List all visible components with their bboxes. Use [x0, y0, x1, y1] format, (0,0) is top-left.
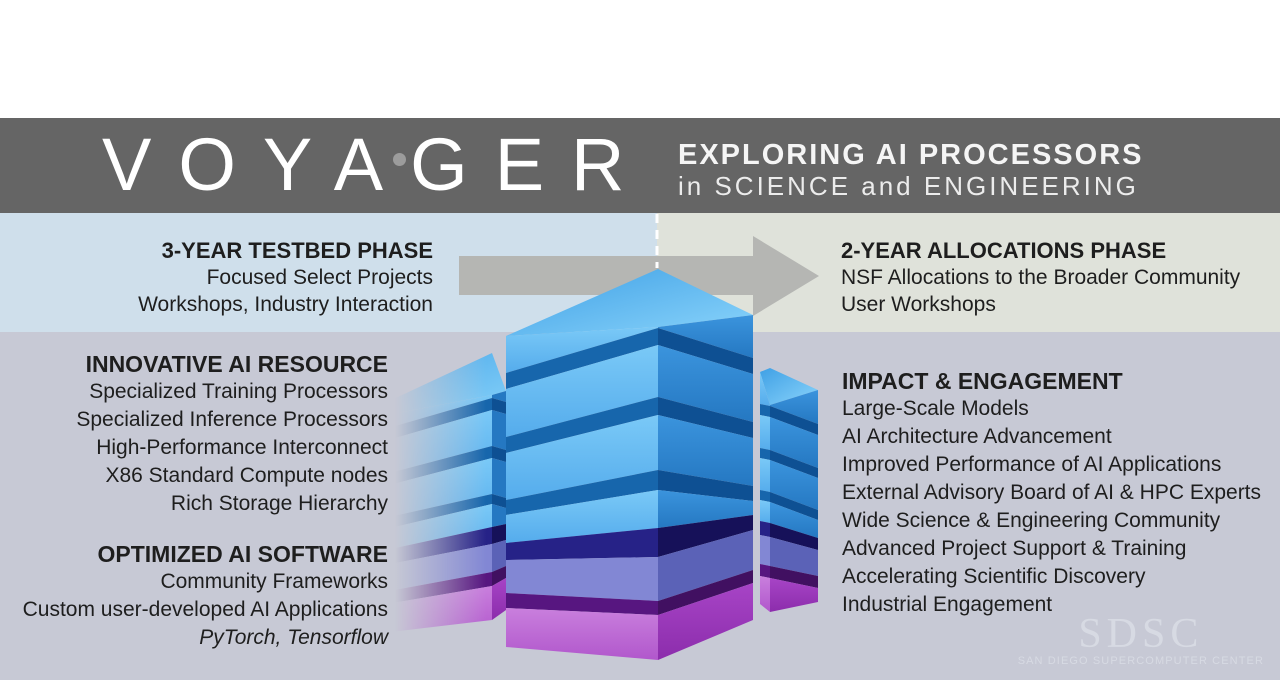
- testbed-title: 3-YEAR TESTBED PHASE: [161, 238, 433, 263]
- testbed-line2: Workshops, Industry Interaction: [138, 293, 433, 316]
- sdsc-acronym: SDSC: [1078, 611, 1204, 657]
- list-item: Specialized Inference Processors: [76, 408, 388, 431]
- tagline-line1: EXPLORING AI PROCESSORS: [678, 139, 1144, 171]
- allocations-line1: NSF Allocations to the Broader Community: [841, 266, 1241, 289]
- software-title: OPTIMIZED AI SOFTWARE: [97, 541, 388, 567]
- tower-back-left: [340, 353, 506, 638]
- testbed-phase-text: 3-YEAR TESTBED PHASE Focused Select Proj…: [138, 237, 433, 318]
- sdsc-full-name: SAN DIEGO SUPERCOMPUTER CENTER: [1017, 655, 1264, 667]
- testbed-line1: Focused Select Projects: [206, 266, 433, 289]
- header-band: [0, 118, 1280, 213]
- optimized-ai-software-list: OPTIMIZED AI SOFTWARE Community Framewor…: [23, 540, 388, 652]
- impact-title: IMPACT & ENGAGEMENT: [842, 368, 1123, 394]
- list-item: High-Performance Interconnect: [96, 436, 388, 459]
- allocations-title: 2-YEAR ALLOCATIONS PHASE: [841, 238, 1167, 263]
- list-item: Improved Performance of AI Applications: [842, 453, 1222, 476]
- list-item: Custom user-developed AI Applications: [22, 598, 388, 621]
- list-item: X86 Standard Compute nodes: [105, 464, 388, 487]
- phase-arrow-icon: [459, 236, 819, 316]
- list-item: External Advisory Board of AI & HPC Expe…: [842, 481, 1262, 504]
- allocations-line2: User Workshops: [841, 293, 996, 316]
- list-item: Large-Scale Models: [842, 397, 1029, 420]
- impact-engagement-list: IMPACT & ENGAGEMENT Large-Scale Models A…: [842, 367, 1261, 619]
- innovative-ai-resource-list: INNOVATIVE AI RESOURCE Specialized Train…: [76, 350, 388, 518]
- list-item: Wide Science & Engineering Community: [842, 509, 1221, 532]
- list-item: Industrial Engagement: [842, 593, 1053, 616]
- list-item: Specialized Training Processors: [89, 380, 388, 403]
- voyager-logo: VOYAGER: [102, 123, 652, 206]
- list-item: Advanced Project Support & Training: [842, 537, 1187, 560]
- list-item: Community Frameworks: [160, 570, 388, 593]
- logo-star-dot-icon: [393, 153, 406, 166]
- sdsc-logo: SDSC SAN DIEGO SUPERCOMPUTER CENTER: [1017, 611, 1264, 667]
- tower-back-right: [760, 368, 818, 612]
- list-item: Rich Storage Hierarchy: [170, 492, 388, 515]
- header-tagline: EXPLORING AI PROCESSORS in SCIENCE and E…: [678, 139, 1144, 200]
- resource-title: INNOVATIVE AI RESOURCE: [85, 351, 388, 377]
- list-item: Accelerating Scientific Discovery: [842, 565, 1146, 588]
- tagline-line2: in SCIENCE and ENGINEERING: [678, 171, 1139, 201]
- tower-main: [506, 269, 753, 660]
- software-frameworks-note: PyTorch, Tensorflow: [199, 626, 388, 649]
- allocations-phase-text: 2-YEAR ALLOCATIONS PHASE NSF Allocations…: [841, 237, 1240, 318]
- list-item: AI Architecture Advancement: [842, 425, 1112, 448]
